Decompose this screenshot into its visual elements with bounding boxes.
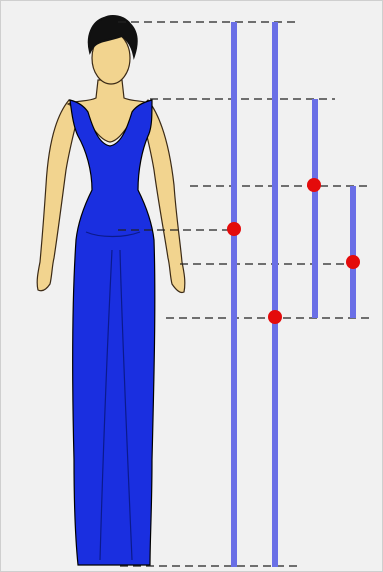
left-arm [36,99,81,292]
measure-bars [231,22,356,567]
dress [69,99,156,566]
dress-fold-left [99,249,113,561]
marker-dot-icon [346,255,360,269]
marker-dot-icon [227,222,241,236]
neck-chest [66,79,152,143]
dress-fold-right [119,249,133,561]
guide-lines [118,21,374,567]
marker-dot-icon [268,310,282,324]
dress-waist-line [85,231,141,238]
woman-figure-icon [36,15,186,566]
measure-bar-inseam [272,22,278,567]
marker-dot-icon [307,178,321,192]
measure-bar-full-height [231,22,237,567]
right-arm [139,99,186,294]
measure-bar-torso [312,99,318,318]
measure-bar-hip-depth [350,186,356,318]
markers [227,178,360,324]
hair [87,15,138,60]
